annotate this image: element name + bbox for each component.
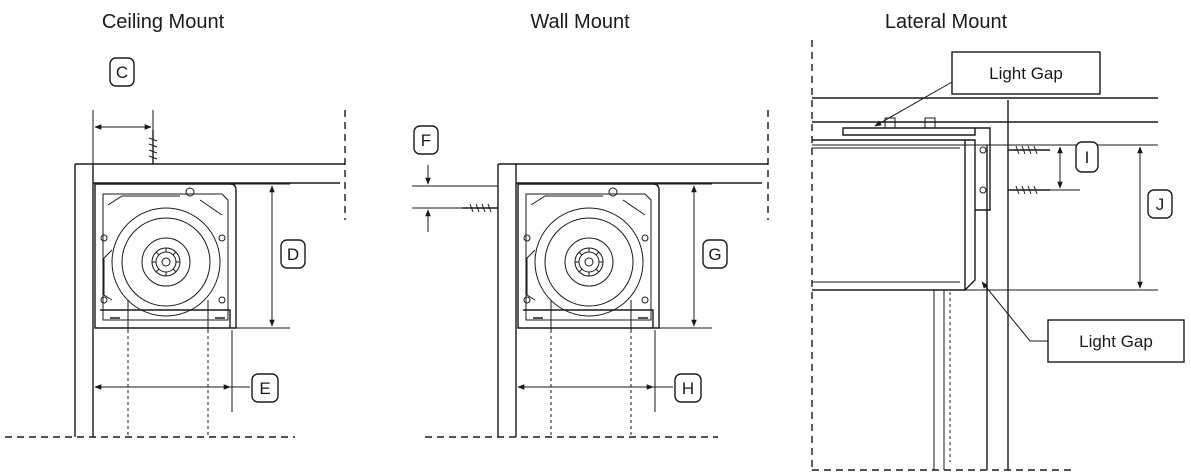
light-gap-top-label: Light Gap: [989, 64, 1063, 83]
dimension-c: C: [92, 57, 154, 164]
label-e: E: [259, 379, 270, 398]
label-c: C: [116, 63, 128, 82]
label-g: G: [708, 245, 721, 264]
dimension-h: H: [517, 330, 702, 412]
label-d: D: [287, 245, 299, 264]
ceiling-mount-title: Ceiling Mount: [102, 11, 225, 33]
label-j: J: [1156, 195, 1165, 214]
lateral-mount-title: Lateral Mount: [885, 11, 1008, 33]
light-gap-top-callout: Light Gap: [874, 51, 1101, 127]
dimension-e: E: [94, 330, 279, 412]
dimension-j: J: [1137, 146, 1173, 289]
dimension-g: G: [655, 183, 728, 329]
light-gap-bottom-label: Light Gap: [1079, 332, 1153, 351]
wall-mount-drawing: [425, 110, 769, 438]
dimension-f: F: [412, 125, 498, 232]
ceiling-mount-drawing: [5, 110, 346, 438]
lateral-mount-drawing: [811, 40, 1158, 471]
dimension-i: I: [1050, 141, 1099, 191]
label-f: F: [421, 131, 431, 150]
wall-mount-title: Wall Mount: [530, 11, 630, 33]
label-i: I: [1085, 148, 1090, 167]
dimension-d: D: [232, 183, 306, 329]
light-gap-bottom-callout: Light Gap: [981, 281, 1185, 363]
label-h: H: [682, 379, 694, 398]
